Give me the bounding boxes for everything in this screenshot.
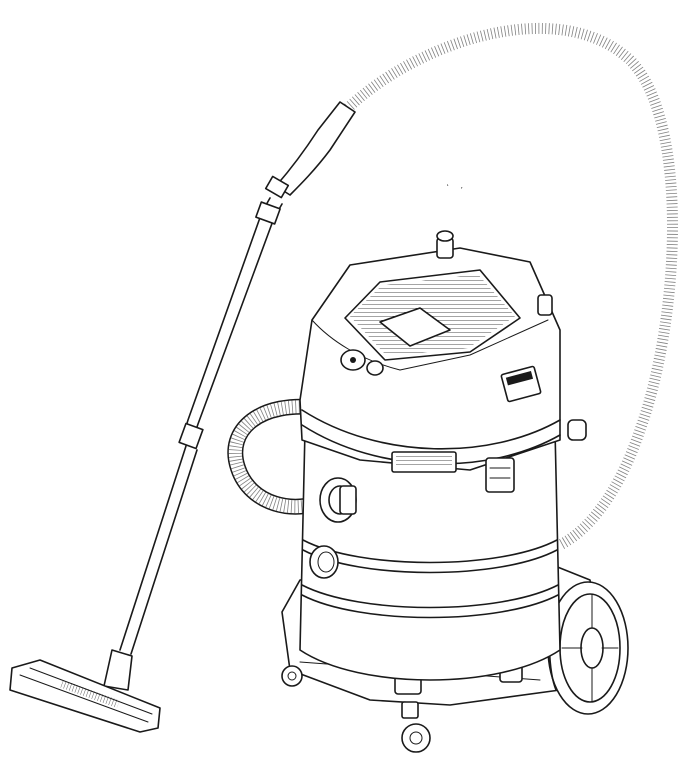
top-grille bbox=[344, 269, 521, 361]
floor-nozzle bbox=[9, 649, 161, 733]
front-caster-left bbox=[281, 665, 303, 687]
upper-hose bbox=[342, 23, 678, 551]
lower-hose bbox=[227, 398, 333, 515]
hose-handle bbox=[264, 101, 356, 199]
power-switch-knob bbox=[340, 349, 384, 376]
side-clip bbox=[485, 457, 515, 493]
front-caster-center bbox=[401, 701, 431, 753]
extension-wand bbox=[119, 197, 283, 655]
hose-inlet-port bbox=[319, 477, 357, 523]
front-vent bbox=[391, 451, 457, 473]
drain-cap bbox=[309, 545, 339, 579]
side-latch-right bbox=[537, 294, 587, 441]
front-badge bbox=[500, 365, 542, 403]
top-carry-handle bbox=[436, 230, 454, 259]
